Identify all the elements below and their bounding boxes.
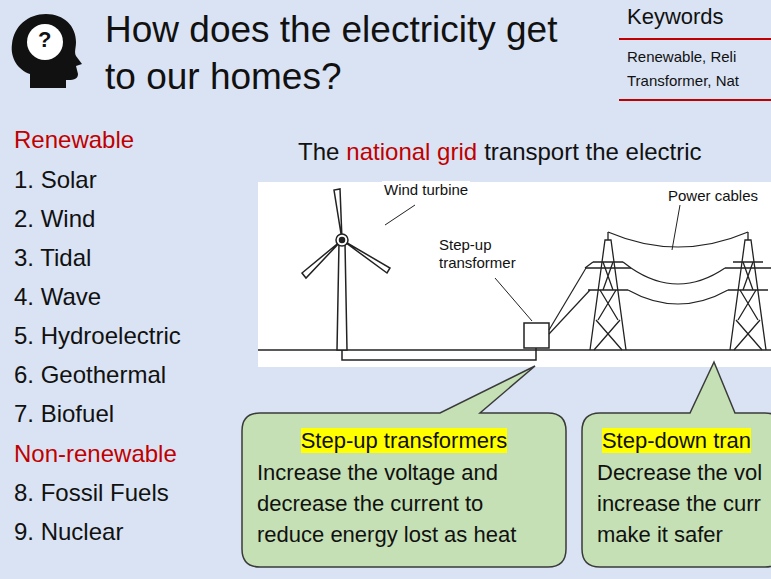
- list-item: 3. Tidal: [14, 244, 91, 273]
- highlighted-heading: Step-up transformers: [301, 428, 508, 453]
- callout-body: Decrease the vol increase the curr make …: [597, 460, 762, 547]
- wind-turbine: [302, 189, 390, 350]
- illustration-panel: [258, 182, 771, 367]
- box-heading: Step-down tran: [582, 413, 771, 455]
- part-label: Step-up transformer: [437, 236, 536, 272]
- power-cables: [549, 232, 748, 334]
- list-item: 7. Biofuel: [14, 400, 114, 429]
- list-item: 4. Wave: [14, 283, 101, 312]
- head-icon: [12, 14, 82, 88]
- leader-line: [495, 278, 532, 321]
- box-body: Renewable, Reli Transformer, Nat: [619, 38, 771, 101]
- list-item: 1. Solar: [14, 166, 97, 195]
- part-label: Power cables: [666, 187, 760, 205]
- keyword-highlight: national grid: [346, 138, 477, 167]
- box-body: Decrease the vol increase the curr make …: [582, 455, 771, 562]
- list-item: 5. Hydroelectric: [14, 322, 181, 351]
- keywords-box: KeywordsRenewable, Reli Transformer, Nat: [619, 0, 771, 101]
- icon-symbol: ?: [38, 27, 51, 53]
- list-heading: Renewable: [14, 126, 134, 155]
- leader-line: [385, 205, 415, 225]
- list-item: 2. Wind: [14, 205, 95, 234]
- cable: [342, 348, 536, 360]
- list-item: 6. Geothermal: [14, 361, 166, 390]
- callout-box: Step-down tranDecrease the vol increase …: [582, 413, 771, 567]
- pylon: [585, 232, 631, 350]
- sentence-text: transport the electric: [484, 138, 701, 167]
- callout-bubble: [242, 366, 566, 567]
- sentence-row: Thenational gridtransport the electric: [298, 138, 702, 167]
- transformer-box: [524, 323, 549, 348]
- list-item: 8. Fossil Fuels: [14, 479, 169, 508]
- highlighted-heading: Step-down tran: [602, 428, 751, 453]
- slide-title: How does the electricity get to our home…: [105, 6, 575, 100]
- ground-line: [258, 349, 771, 351]
- brain-area: [27, 24, 63, 60]
- sentence-text: The: [298, 138, 339, 167]
- keywords-list: Renewable, Reli Transformer, Nat: [627, 48, 739, 89]
- callout-box: Step-up transformersIncrease the voltage…: [242, 413, 566, 567]
- leader-line: [672, 205, 680, 250]
- box-heading: Step-up transformers: [242, 413, 566, 455]
- part-label: Wind turbine: [382, 181, 470, 199]
- callout-body: Increase the voltage and decrease the cu…: [257, 460, 516, 547]
- list-heading: Non-renewable: [14, 440, 177, 469]
- box-body: Increase the voltage and decrease the cu…: [242, 455, 566, 562]
- pylon: [725, 232, 771, 350]
- box-heading: Keywords: [619, 0, 771, 38]
- list-item: 9. Nuclear: [14, 518, 123, 547]
- callout-bubble: [582, 362, 771, 567]
- keywords-heading: Keywords: [627, 4, 724, 29]
